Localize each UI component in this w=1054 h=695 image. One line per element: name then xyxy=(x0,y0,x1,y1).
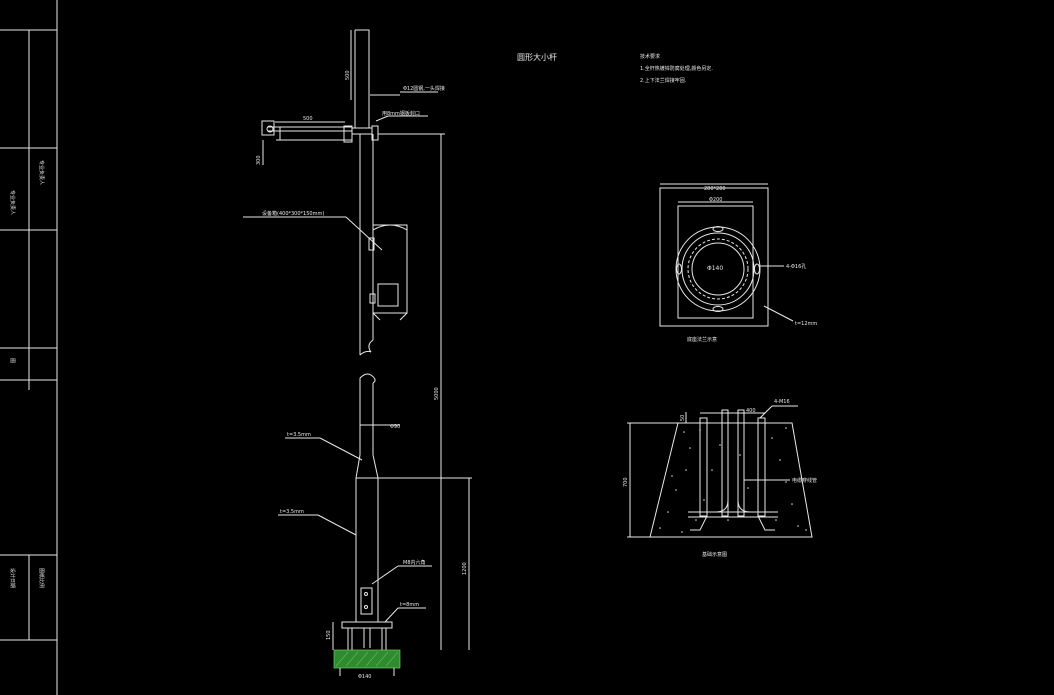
arm-drop: 300 xyxy=(256,155,262,165)
tech-title: 技术要求 xyxy=(640,53,660,60)
title-block: 专业负责人 专业负责人 图 设计日期 图纸比例 xyxy=(0,0,58,695)
arm-length: 500 xyxy=(303,116,313,122)
tech-line-2: 2.上下法兰焊接牢固. xyxy=(640,77,687,84)
flange-thickness: t=8mm xyxy=(400,602,419,608)
flange-circle-dim: Φ200 xyxy=(709,197,722,203)
title-cell-e: 图纸比例 xyxy=(38,568,45,588)
flange-bolts: 4-Φ16孔 xyxy=(786,263,806,270)
box-note: 设备箱(400*300*150mm) xyxy=(262,210,324,217)
title-cell-c: 图 xyxy=(9,358,15,363)
flange-thickness: t=12mm xyxy=(795,321,817,327)
foundation-top-dim: 400 xyxy=(746,408,756,414)
foundation-bolts: 4-M16 xyxy=(774,399,790,405)
dim-total: 5000 xyxy=(434,387,440,400)
hand-hole-note: M8内六角 xyxy=(403,559,426,566)
flange-plan: 280*280 Φ200 Φ140 4-Φ16孔 t=12mm 底座法兰示意 xyxy=(659,183,817,343)
wall-lower: t=3.5mm xyxy=(280,509,304,515)
foundation-caption: 基础示意图 xyxy=(702,551,727,558)
flange-inner-dim: Φ140 xyxy=(707,265,723,272)
foundation-conduit: 电缆穿线管 xyxy=(792,477,817,484)
foundation-section: 700 50 400 4-M16 电缆穿线管 基础示意图 xyxy=(623,399,817,558)
foundation-height: 700 xyxy=(623,477,629,487)
foundation-top-off: 50 xyxy=(680,415,686,421)
concrete-stipple xyxy=(659,427,807,533)
flange-plate-dim: 280*280 xyxy=(704,186,726,192)
title-cell-a: 专业负责人 xyxy=(9,190,16,215)
bracket-note: 用8mm钢板封口 xyxy=(382,110,420,117)
pole-dimensions: 500 Φ12圆钢,一头焊接 500 300 用8mm钢板封口 5000 设备箱… xyxy=(243,30,472,680)
drawing-title: 圆形大小杆 xyxy=(517,52,557,62)
flange-caption: 底座法兰示意 xyxy=(687,336,717,343)
pole-elevation xyxy=(261,29,408,669)
dim-lower: 1200 xyxy=(462,562,468,575)
dia-base: Φ140 xyxy=(358,674,371,680)
tech-line-1: 1.全杆热镀锌防腐处理,颜色另定. xyxy=(640,65,713,72)
dim-base: 150 xyxy=(326,630,332,640)
dim-top: 500 xyxy=(345,70,351,80)
title-cell-d: 设计日期 xyxy=(9,568,16,588)
ground-hatch xyxy=(333,649,401,669)
dia-upper: Φ90 xyxy=(390,424,400,430)
notes: 圆形大小杆 技术要求 1.全杆热镀锌防腐处理,颜色另定. 2.上下法兰焊接牢固. xyxy=(517,52,713,84)
title-cell-b: 专业负责人 xyxy=(38,160,45,185)
wall-upper: t=3.5mm xyxy=(287,432,311,438)
arm-note: Φ12圆钢,一头焊接 xyxy=(403,85,445,92)
